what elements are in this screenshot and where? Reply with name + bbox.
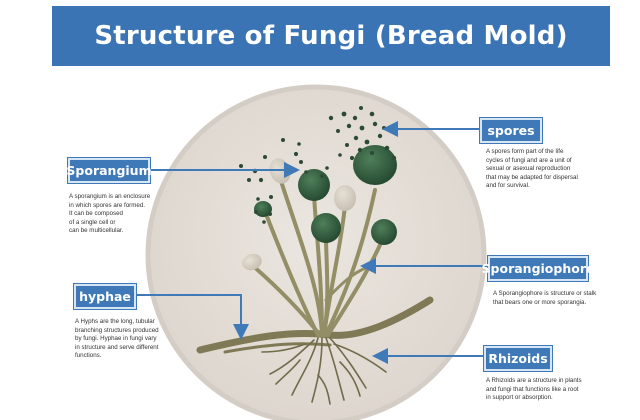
rhizoids-label: Rhizoids: [484, 346, 552, 371]
immature-sporangium: [242, 253, 262, 271]
hyphae-label: hyphae: [74, 284, 136, 309]
rhizoids: [261, 337, 387, 405]
spores-description: A spores form part of the life cycles of…: [486, 148, 578, 190]
label-arrows: [134, 121, 488, 364]
rhizoids-description: A Rhizoids are a structure in plants and…: [486, 377, 582, 402]
immature-sporangium: [334, 185, 356, 211]
sporangium-description: A sporangium is an enclosure in which sp…: [69, 193, 151, 235]
spores-label: spores: [480, 118, 542, 143]
sporangium: [298, 169, 330, 201]
sporangium: [311, 213, 341, 243]
page-title: Structure of Fungi (Bread Mold): [52, 6, 610, 66]
sporangiophore-label: Sporangiophore: [482, 256, 594, 281]
sporangium: [353, 145, 397, 185]
sporangiophore-description: A Sporangiophore is structure or stalk t…: [493, 290, 597, 306]
sporangium: [254, 201, 272, 217]
sporangium-label: Sporangium: [66, 158, 152, 183]
petri-dish: [145, 84, 487, 420]
hyphae-description: A Hyphs are the long, tubular branching …: [75, 318, 159, 360]
sporangium: [371, 219, 397, 245]
hyphae-arrow: [134, 294, 249, 340]
